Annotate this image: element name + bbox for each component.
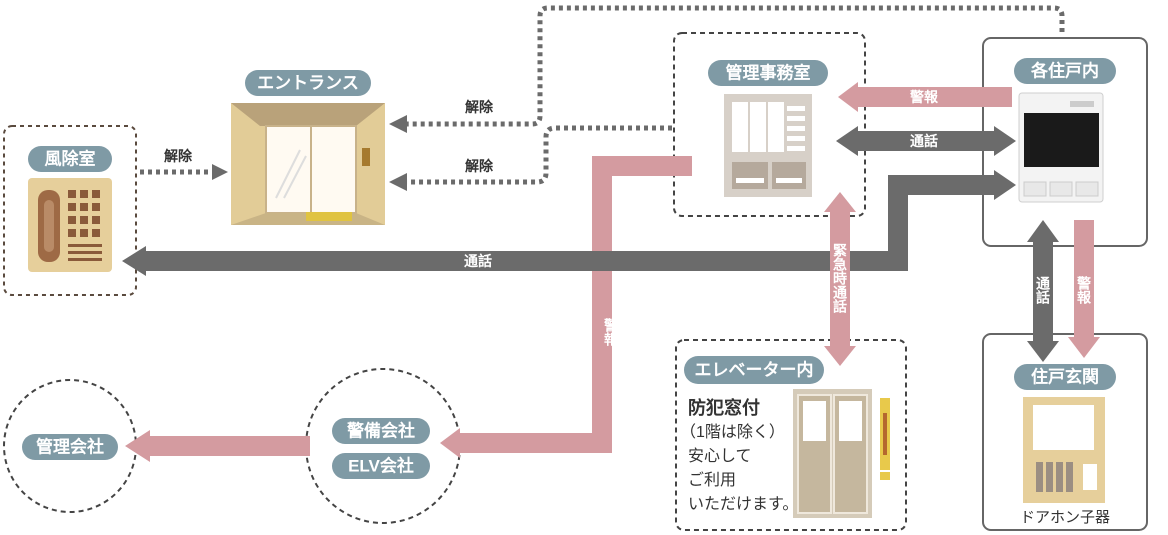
door-phone-icon xyxy=(1023,397,1105,503)
label-unlock-fujoshitsu: 解除 xyxy=(164,148,193,164)
node-jukogenkan: 住戸玄関 xyxy=(1014,364,1116,390)
node-elevator-label: エレベーター内 xyxy=(695,360,814,380)
elevator-note-line1: （1階は除く） xyxy=(680,423,785,441)
talk-vertical-arrow xyxy=(1027,220,1059,362)
node-kakujuko: 各住戸内 xyxy=(1014,58,1116,84)
door-phone-caption: ドアホン子器 xyxy=(1020,509,1110,526)
node-kanri-jimusho: 管理事務室 xyxy=(708,60,828,86)
elevator-note-line4: いただけます。 xyxy=(688,495,798,513)
unlock-fujoshitsu-line xyxy=(140,164,228,180)
node-keibi-kaisha: 警備会社 xyxy=(332,418,430,444)
alarm-keibi-to-kanri-arrow xyxy=(125,430,310,462)
node-kakujuko-label: 各住戸内 xyxy=(1030,61,1099,81)
alarm-vertical-arrow xyxy=(1068,220,1100,358)
node-entrance: エントランス xyxy=(245,70,371,96)
node-elevator: エレベーター内 xyxy=(684,356,824,384)
label-talk-top: 通話 xyxy=(910,133,938,149)
node-kanri-kaisha-label: 管理会社 xyxy=(36,437,104,457)
elevator-note-line2: 安心して xyxy=(688,447,752,465)
elevator-note-line3: ご利用 xyxy=(688,471,736,489)
fujoshitsu-frame xyxy=(3,125,137,296)
node-fujoshitsu-label: 風除室 xyxy=(45,149,96,169)
keibi-elv-frame xyxy=(305,368,461,524)
unlock-top-line xyxy=(389,5,1065,133)
jukogenkan-frame xyxy=(982,333,1148,531)
node-jukogenkan-label: 住戸玄関 xyxy=(1031,367,1099,387)
node-kanri-jimusho-label: 管理事務室 xyxy=(726,63,811,83)
label-talk-vertical: 通話 xyxy=(1035,276,1051,305)
kanri-jimusho-frame xyxy=(673,32,866,217)
elevator-car-icon xyxy=(793,389,890,518)
node-fujoshitsu: 風除室 xyxy=(28,146,112,172)
emergency-talk-arrow xyxy=(824,192,856,366)
unlock-bottom-line xyxy=(389,125,672,191)
node-keibi-kaisha-label: 警備会社 xyxy=(346,421,415,441)
control-panel-icon xyxy=(724,94,812,197)
node-elv-kaisha-label: ELV会社 xyxy=(348,456,414,476)
label-unlock-top: 解除 xyxy=(465,99,494,115)
alarm-center-arrow xyxy=(440,156,692,458)
fujoshitsu-intercom-icon xyxy=(28,178,112,272)
room-monitor-icon xyxy=(1018,92,1104,203)
label-alarm-top: 警報 xyxy=(910,89,939,105)
node-kanri-kaisha: 管理会社 xyxy=(22,434,118,460)
talk-top-arrow xyxy=(836,126,1016,156)
label-emergency-talk: 緊急時通話 xyxy=(832,242,848,314)
elevator-note-title: 防犯窓付 xyxy=(688,397,760,418)
entrance-door-icon xyxy=(231,103,385,225)
talk-long-arrow xyxy=(122,170,1016,276)
node-entrance-label: エントランス xyxy=(257,74,359,93)
label-alarm-vertical: 警報 xyxy=(1076,275,1092,305)
label-talk-long: 通話 xyxy=(464,253,492,269)
label-alarm-center: 警報 xyxy=(603,317,619,347)
alarm-top-arrow xyxy=(838,82,1012,112)
node-elv-kaisha: ELV会社 xyxy=(332,453,430,479)
label-unlock-bottom: 解除 xyxy=(465,158,494,174)
